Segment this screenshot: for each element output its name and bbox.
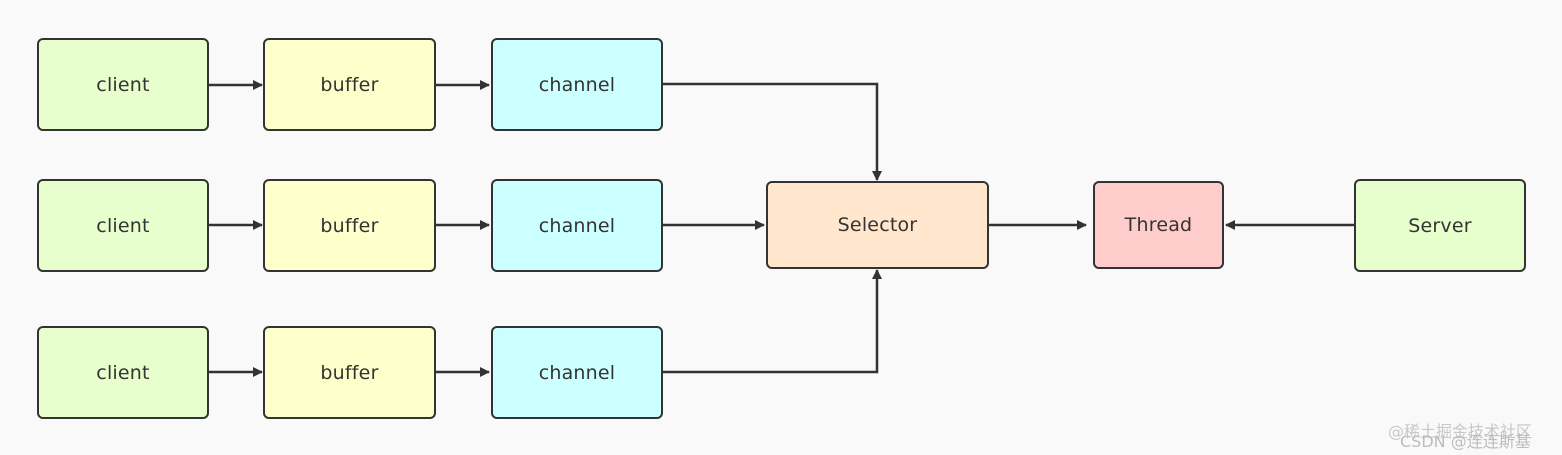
client-box-3: client	[37, 326, 209, 419]
channel-box-2: channel	[491, 179, 663, 272]
client-box-1: client	[37, 38, 209, 131]
thread-box: Thread	[1093, 181, 1224, 269]
server-box: Server	[1354, 179, 1526, 272]
buffer-box-2: buffer	[263, 179, 436, 272]
arrow-channel-to-selector-3	[663, 269, 882, 374]
channel-box-1: channel	[491, 38, 663, 131]
watermark-csdn: CSDN @连连斯基	[1400, 432, 1531, 451]
selector-box: Selector	[766, 181, 989, 269]
client-box-2: client	[37, 179, 209, 272]
channel-box-3: channel	[491, 326, 663, 419]
arrow-channel-to-selector-1	[663, 82, 882, 181]
buffer-box-3: buffer	[263, 326, 436, 419]
watermark-juejin: @稀土掘金技术社区	[1388, 422, 1533, 441]
buffer-box-1: buffer	[263, 38, 436, 131]
